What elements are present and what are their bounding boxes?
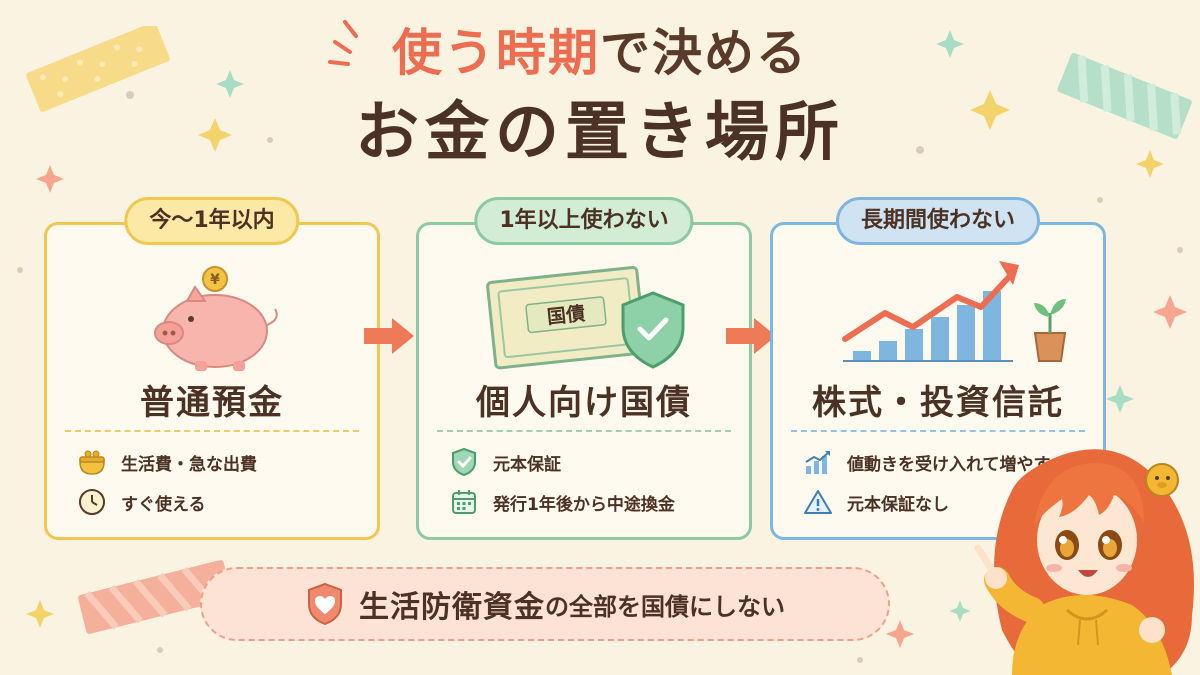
title-rest: で決める (600, 24, 808, 82)
page-title-line2: お金の置き場所 (355, 96, 845, 170)
warning-icon (803, 487, 833, 517)
card-item: 元本保証なし (803, 487, 949, 517)
card-item: 生活費・急な出費 (77, 447, 257, 477)
shield-heart-icon (308, 582, 342, 626)
card-name: 株式・投資信託 (812, 383, 1064, 423)
chart-up-icon (803, 447, 833, 477)
item-text: 元本保証なし (847, 494, 949, 515)
item-text: すぐ使える (121, 494, 206, 515)
card-label: 長期間使わない (835, 197, 1041, 245)
card-item: すぐ使える (77, 487, 206, 517)
tape-decoration-pink (78, 560, 232, 634)
banner-text: の全部を国債にしない (545, 592, 785, 621)
card-government-bond: 1年以上使わない 国債 個人向け国債 元本保証 発行1年後から中途換金 (416, 197, 752, 540)
coin-purse-icon (77, 447, 107, 477)
card-divider (437, 430, 731, 432)
piggy-bank-icon: ¥ (154, 266, 278, 371)
growth-chart-icon (842, 261, 1067, 362)
title-accent: 使う時期 (392, 24, 600, 82)
calendar-icon (449, 487, 479, 517)
clock-icon (77, 487, 107, 517)
card-ordinary-deposit: 今～1年以内 ¥ 普通預金 生活費・急な出費 すぐ使える (44, 197, 380, 540)
tape-decoration-green (1057, 53, 1192, 139)
item-text: 発行1年後から中途換金 (493, 494, 675, 515)
card-label: 1年以上使わない (474, 197, 694, 245)
warning-banner: 生活防衛資金の全部を国債にしない (200, 567, 890, 641)
card-item: 元本保証 (449, 447, 561, 477)
item-text: 生活費・急な出費 (121, 454, 257, 475)
card-divider (791, 430, 1085, 432)
shield-check-icon (449, 447, 479, 477)
arrow-right-icon (364, 318, 414, 354)
item-text: 値動きを受け入れて増やす (847, 454, 1051, 475)
arrow-right-icon (726, 318, 776, 354)
card-divider (65, 430, 359, 432)
card-name: 個人向け国債 (476, 383, 692, 423)
bond-certificate-icon: 国債 (486, 265, 685, 370)
card-label: 今～1年以内 (124, 197, 300, 245)
certificate-text: 国債 (546, 302, 586, 329)
item-text: 元本保証 (493, 454, 561, 475)
coin-symbol: ¥ (210, 272, 220, 288)
card-name: 普通預金 (140, 383, 284, 423)
card-item: 値動きを受け入れて増やす (803, 447, 1051, 477)
card-item: 発行1年後から中途換金 (449, 487, 675, 517)
banner-emphasis: 生活防衛資金 (359, 590, 545, 625)
character-illustration (974, 449, 1194, 675)
tape-decoration-yellow (26, 26, 170, 112)
page-title-line1: 使う時期で決める (0, 18, 1200, 88)
